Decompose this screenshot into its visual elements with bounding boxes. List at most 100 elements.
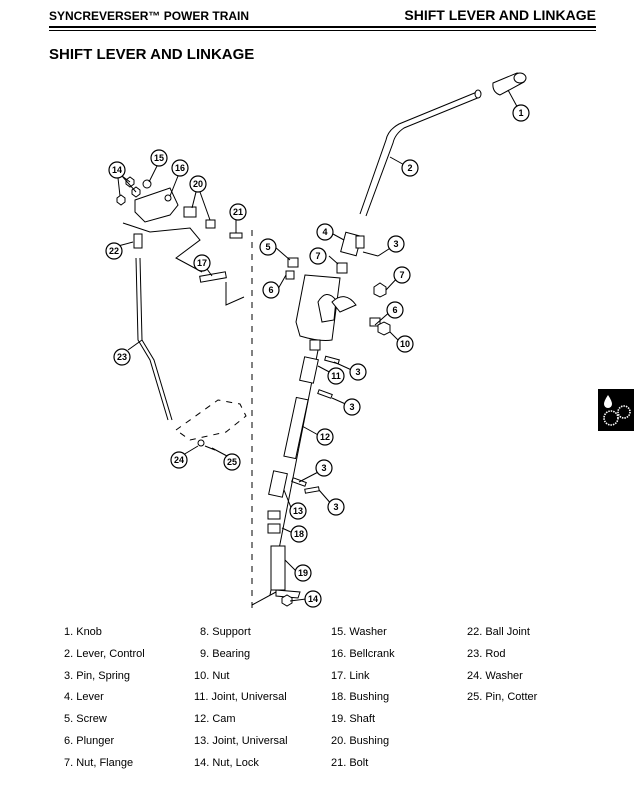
svg-text:14: 14 (308, 594, 318, 604)
callout-15: 15 (150, 149, 168, 167)
svg-text:3: 3 (355, 367, 360, 377)
callout-6: 6 (262, 281, 280, 299)
legend-item: 8. Support (200, 626, 251, 638)
svg-text:7: 7 (315, 251, 320, 261)
lever-part (340, 231, 365, 257)
callout-22: 22 (105, 242, 123, 260)
callout-18: 18 (290, 525, 308, 543)
svg-text:5: 5 (265, 242, 270, 252)
bushing-part (183, 206, 197, 218)
callout-13: 13 (289, 502, 307, 520)
legend-item: 22. Ball Joint (467, 626, 530, 638)
svg-text:13: 13 (293, 506, 303, 516)
legend-item: 1. Knob (64, 626, 102, 638)
callout-7: 7 (393, 266, 411, 284)
plunger-part (369, 317, 381, 327)
universal-joint-part (268, 470, 288, 498)
bushing-part (309, 339, 321, 351)
screw-part (287, 257, 299, 268)
exploded-parts-diagram: 1 2 3 4 5 7 6 7 6 10 3 11 3 12 3 3 13 18… (105, 72, 530, 610)
page-title: SHIFT LEVER AND LINKAGE (49, 46, 255, 63)
legend-item: 21. Bolt (331, 756, 369, 769)
legend-item: 16. Bellcrank (331, 647, 395, 660)
universal-joint-part (299, 356, 319, 384)
bolt-part (229, 232, 243, 239)
callout-3: 3 (387, 235, 405, 253)
legend-item: 14. Nut, Lock (194, 756, 259, 769)
nut-part (377, 321, 391, 336)
washer-part (197, 439, 205, 447)
legend-item: 4. Lever (64, 691, 104, 704)
svg-text:3: 3 (333, 502, 338, 512)
callout-2: 2 (401, 159, 419, 177)
bushing-part (267, 510, 281, 520)
lock-nut-part (281, 594, 293, 607)
callout-3d: 3 (315, 459, 333, 477)
legend-item: 7. Nut, Flange (64, 756, 134, 769)
callout-24: 24 (170, 451, 188, 469)
svg-text:1: 1 (518, 108, 523, 118)
flange-nut-part (373, 282, 387, 298)
legend-item: 5. Screw (64, 713, 107, 726)
callout-16: 16 (171, 159, 189, 177)
link-part (199, 271, 227, 283)
legend-item: 13. Joint, Universal (194, 734, 288, 747)
topic-header: SHIFT LEVER AND LINKAGE (404, 7, 596, 23)
svg-text:10: 10 (400, 339, 410, 349)
ball-joint-part (133, 233, 143, 249)
svg-text:4: 4 (322, 227, 327, 237)
bushing-part (267, 523, 281, 534)
legend-column-2: 8. Support 9. Bearing 10. Nut 11. Joint,… (194, 626, 288, 779)
callout-14b: 14 (108, 161, 126, 179)
callout-5: 5 (259, 238, 277, 256)
legend-item: 19. Shaft (331, 713, 376, 726)
legend-item: 23. Rod (467, 647, 506, 660)
bushing-part (205, 219, 216, 229)
knob-part (492, 72, 527, 96)
svg-text:6: 6 (392, 305, 397, 315)
svg-text:3: 3 (349, 402, 354, 412)
oil-drop-gears-icon (603, 395, 631, 426)
svg-text:3: 3 (321, 463, 326, 473)
legend-item: 24. Washer (467, 669, 523, 682)
legend-item: 17. Link (331, 669, 370, 682)
svg-text:24: 24 (174, 455, 184, 465)
legend-item: 3. Pin, Spring (64, 669, 131, 682)
legend-item: 9. Bearing (200, 647, 251, 660)
leader-lines (117, 89, 521, 602)
callout-6b: 6 (386, 301, 404, 319)
svg-text:12: 12 (320, 432, 330, 442)
callout-3e: 3 (327, 498, 345, 516)
control-lever-part (359, 89, 482, 217)
lock-nut-part (116, 194, 126, 206)
callout-3b: 3 (349, 363, 367, 381)
callout-23: 23 (113, 348, 131, 366)
legend-item: 20. Bushing (331, 734, 390, 747)
svg-text:18: 18 (294, 529, 304, 539)
svg-text:20: 20 (193, 179, 203, 189)
callout-14: 14 (304, 590, 322, 608)
svg-text:19: 19 (298, 568, 308, 578)
legend-column-4: 22. Ball Joint 23. Rod 24. Washer 25. Pi… (467, 626, 537, 713)
svg-text:11: 11 (331, 371, 341, 381)
svg-text:23: 23 (117, 352, 127, 362)
callout-1: 1 (512, 104, 530, 122)
section-header: SYNCREVERSER™ POWER TRAIN (49, 9, 250, 23)
svg-text:3: 3 (393, 239, 398, 249)
svg-text:17: 17 (197, 258, 207, 268)
bearing-part (336, 262, 348, 274)
svg-text:15: 15 (154, 153, 164, 163)
legend-item: 18. Bushing (331, 691, 390, 704)
bellcrank-part (134, 187, 179, 223)
callout-21: 21 (229, 203, 247, 221)
svg-text:6: 6 (268, 285, 273, 295)
svg-text:2: 2 (407, 163, 412, 173)
callout-11: 11 (327, 367, 345, 385)
plunger-part (285, 270, 295, 280)
header-rule-thin (49, 30, 596, 31)
callout-17: 17 (193, 254, 211, 272)
cam-part (283, 396, 309, 460)
legend-item: 12. Cam (194, 713, 236, 726)
callout-9: 7 (309, 247, 327, 265)
svg-text:7: 7 (399, 270, 404, 280)
